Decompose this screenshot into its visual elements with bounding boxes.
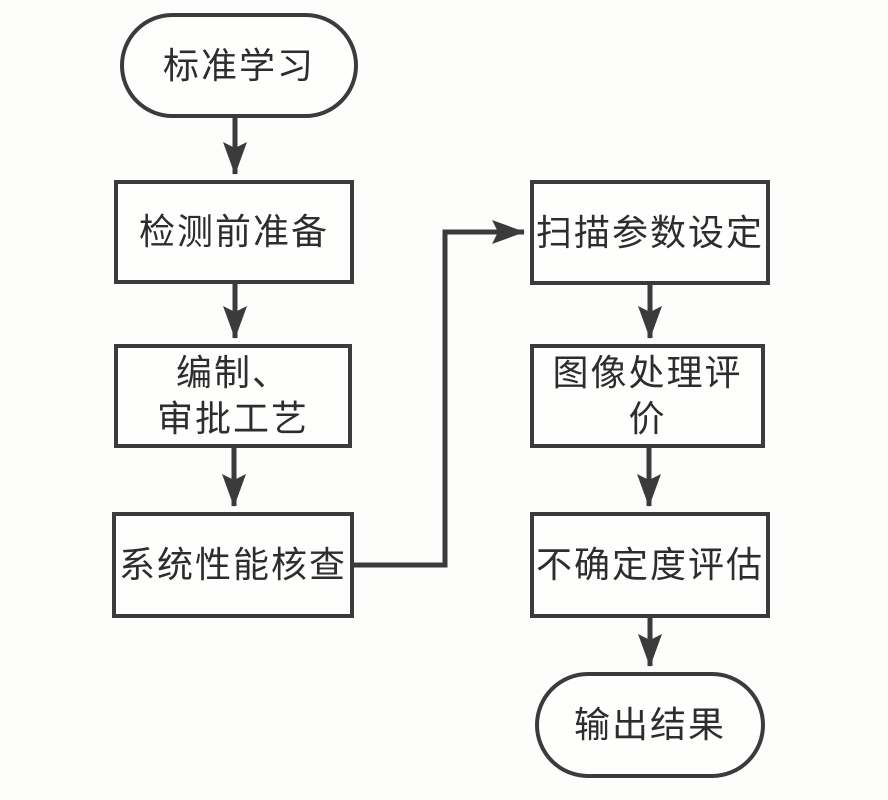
node-pre-inspection-preparation-label: 检测前准备 — [138, 212, 329, 252]
node-compile-approve-procedure: 编制、 审批工艺 — [114, 344, 352, 448]
node-compile-approve-procedure-line2: 审批工艺 — [156, 399, 309, 439]
node-compile-approve-procedure-line1: 编制、 — [175, 353, 290, 393]
node-output-result-label: 输出结果 — [573, 705, 726, 745]
node-output-result: 输出结果 — [535, 672, 765, 778]
node-system-performance-check-label: 系统性能核查 — [118, 545, 347, 585]
node-image-processing-evaluation-label: 图像处理评价 — [552, 353, 743, 439]
node-scan-parameter-setting: 扫描参数设定 — [530, 180, 770, 285]
node-uncertainty-evaluation-label: 不确定度评估 — [535, 545, 764, 585]
node-scan-parameter-setting-label: 扫描参数设定 — [535, 212, 764, 253]
arrow-check-to-scan — [352, 220, 525, 568]
node-pre-inspection-preparation: 检测前准备 — [114, 180, 354, 284]
node-uncertainty-evaluation: 不确定度评估 — [530, 512, 770, 618]
node-standard-learning-label: 标准学习 — [162, 45, 315, 86]
node-system-performance-check: 系统性能核查 — [112, 512, 354, 618]
node-standard-learning: 标准学习 — [120, 13, 358, 118]
node-image-processing-evaluation: 图像处理评价 — [530, 344, 765, 448]
